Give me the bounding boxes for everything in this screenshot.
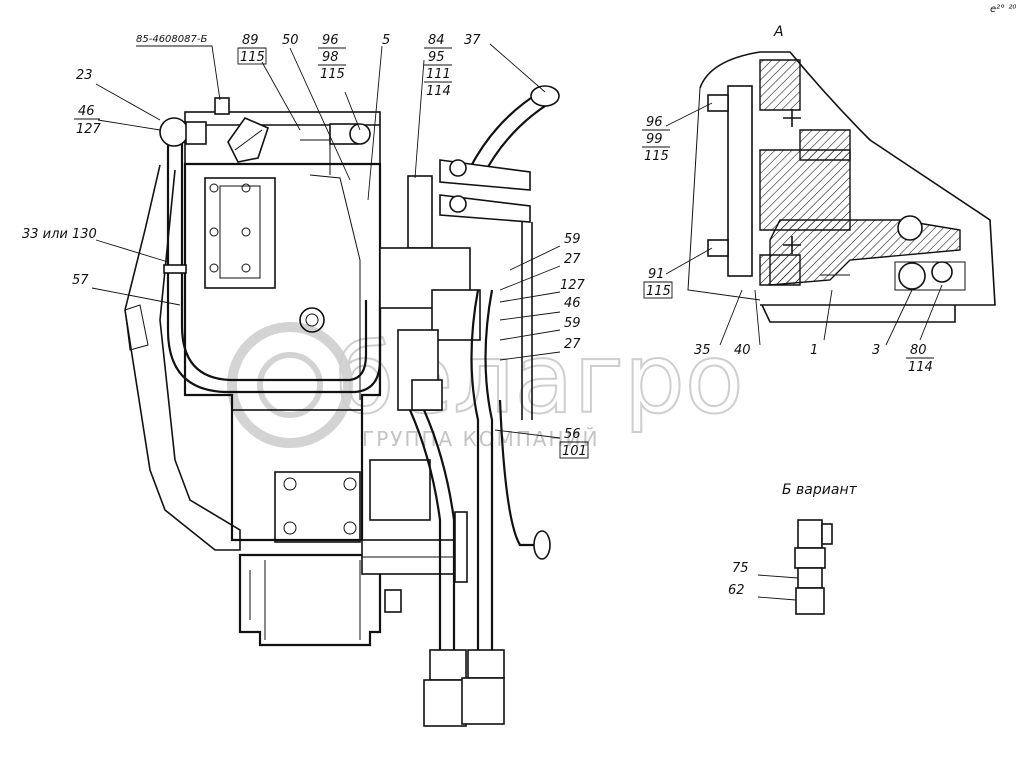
callout-46: 46 bbox=[78, 104, 95, 119]
pump-head bbox=[369, 459, 431, 521]
callout-62: 62 bbox=[728, 583, 745, 598]
callout-23: 23 bbox=[76, 68, 93, 83]
callout-46: 46 bbox=[564, 296, 581, 311]
side-cover bbox=[124, 164, 241, 551]
callout-labels: 85-4608087-Б 23 46 127 33 или 130 57 89 … bbox=[22, 4, 1016, 598]
callout-99: 99 bbox=[646, 132, 663, 147]
callout-35: 35 bbox=[694, 343, 711, 358]
callout-37: 37 bbox=[464, 33, 481, 48]
pipe-57 bbox=[166, 135, 382, 394]
callout-27: 27 bbox=[564, 252, 581, 267]
callout-56: 56 bbox=[564, 427, 581, 442]
variant-b-view: Б вариант bbox=[782, 482, 858, 615]
lever-37 bbox=[469, 91, 541, 169]
plug-3 bbox=[898, 262, 926, 290]
callout-40: 40 bbox=[734, 343, 751, 358]
callout-50: 50 bbox=[282, 33, 299, 48]
callout-115: 115 bbox=[320, 67, 345, 82]
view-a-title: А bbox=[773, 24, 784, 40]
housing-hatch-top bbox=[759, 59, 801, 111]
variant-b-title: Б вариант bbox=[782, 482, 858, 498]
callout-1: 1 bbox=[810, 343, 818, 358]
shaft-hatch bbox=[759, 149, 851, 231]
callout-57: 57 bbox=[72, 273, 89, 288]
callout-95: 95 bbox=[428, 50, 445, 65]
callout-75: 75 bbox=[732, 561, 749, 576]
drawing-number: 85-4608087-Б bbox=[136, 34, 207, 45]
hose-fitting-right bbox=[467, 649, 505, 679]
variant-b-body-62 bbox=[795, 587, 825, 615]
hose-fitting-left bbox=[429, 649, 467, 681]
watermark-sub-text: ГРУППА КОМПАНИЙ bbox=[362, 427, 599, 451]
fitting-23 bbox=[159, 117, 189, 147]
callout-96: 96 bbox=[322, 33, 339, 48]
callout-80: 80 bbox=[910, 343, 927, 358]
gear-housing bbox=[238, 553, 382, 647]
callout-84: 84 bbox=[428, 33, 445, 48]
cover-bolt bbox=[214, 97, 230, 115]
corner-mark: е²° ²⁰⁰ bbox=[990, 4, 1016, 15]
section-view-a: А bbox=[687, 24, 996, 323]
main-view bbox=[124, 85, 560, 727]
callout-59: 59 bbox=[564, 232, 581, 247]
callout-115: 115 bbox=[644, 149, 669, 164]
hose-right bbox=[470, 289, 480, 650]
callout-98: 98 bbox=[322, 50, 339, 65]
callout-96: 96 bbox=[646, 115, 663, 130]
watermark-main-text: белагро bbox=[335, 323, 744, 435]
lower-flange bbox=[274, 471, 361, 543]
callout-5: 5 bbox=[382, 33, 390, 48]
callout-91: 91 bbox=[648, 267, 665, 282]
cover-plate bbox=[727, 85, 753, 277]
valve-84 bbox=[407, 175, 433, 249]
callout-27: 27 bbox=[564, 337, 581, 352]
mounting-plate bbox=[204, 177, 276, 289]
leader-lines bbox=[91, 43, 943, 601]
callout-3: 3 bbox=[872, 343, 880, 358]
variant-b-nut-75 bbox=[797, 567, 823, 589]
callout-114: 114 bbox=[908, 360, 933, 375]
sight-plug bbox=[299, 307, 325, 333]
callout-59: 59 bbox=[564, 316, 581, 331]
callout-115: 115 bbox=[240, 50, 265, 65]
callout-33-or-130: 33 или 130 bbox=[22, 227, 97, 242]
hose-left bbox=[408, 409, 442, 650]
callout-127: 127 bbox=[76, 122, 102, 137]
section-outline bbox=[699, 51, 996, 306]
callout-101: 101 bbox=[562, 444, 587, 459]
callout-114: 114 bbox=[426, 84, 451, 99]
variant-b-fitting-top bbox=[797, 519, 823, 549]
callout-115: 115 bbox=[646, 284, 671, 299]
callout-127: 127 bbox=[560, 278, 586, 293]
callout-89: 89 bbox=[242, 33, 259, 48]
callout-111: 111 bbox=[426, 67, 451, 82]
